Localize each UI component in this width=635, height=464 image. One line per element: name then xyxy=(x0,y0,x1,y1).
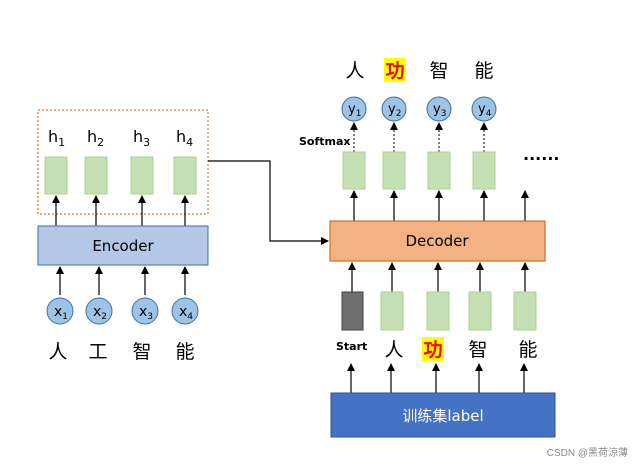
decoder-input-cell-3 xyxy=(468,291,492,331)
encoder-input-token-1: x1 xyxy=(46,297,74,325)
encoder-hidden-label-3: h3 xyxy=(133,127,150,149)
training-label: 训练集label xyxy=(402,407,483,425)
encoder-hidden-label-2: h2 xyxy=(87,127,104,149)
svg-text:y1: y1 xyxy=(348,102,361,119)
svg-text:x3: x3 xyxy=(139,304,153,322)
decoder-hidden-cell-4 xyxy=(472,151,496,190)
decoder-output-highlight xyxy=(384,58,406,82)
encoder-hidden-label-1: h1 xyxy=(48,127,65,149)
encoder-hidden-cell-2 xyxy=(84,156,108,195)
decoder-input-char-3: 智 xyxy=(468,339,487,361)
encoder-hidden-group xyxy=(37,109,209,215)
decoder-output-token-3: y3 xyxy=(426,96,452,122)
decoder-input-char-1: 人 xyxy=(384,339,403,361)
encoder-input-char-1: 人 xyxy=(48,341,67,363)
decoder-input-cell-4 xyxy=(513,291,537,331)
decoder-hidden-cell-1 xyxy=(342,151,366,190)
svg-text:y3: y3 xyxy=(433,102,446,119)
decoder-label: Decoder xyxy=(405,232,469,250)
decoder-ellipsis: ...... xyxy=(523,145,559,164)
watermark: CSDN @黑荷涼薄 xyxy=(547,446,628,459)
encoder-input-char-2: 工 xyxy=(88,341,107,363)
decoder-output-token-2: y2 xyxy=(381,96,407,122)
decoder-output-token-1: y1 xyxy=(341,96,367,122)
encoder-input-token-3: x3 xyxy=(131,297,159,325)
decoder-input-highlight xyxy=(422,337,444,361)
encoder-input-token-2: x2 xyxy=(85,297,113,325)
softmax-label: Softmax xyxy=(299,135,351,148)
decoder-output-char-2: 功 xyxy=(385,60,404,82)
decoder-input-cell-1 xyxy=(380,291,404,331)
decoder-input-cell-2 xyxy=(426,291,450,331)
context-connector xyxy=(208,160,329,245)
encoder-hidden-label-4: h4 xyxy=(176,127,193,149)
svg-text:x2: x2 xyxy=(93,304,107,322)
start-label: Start xyxy=(336,340,367,353)
svg-text:y2: y2 xyxy=(388,102,401,119)
encoder-input-char-4: 能 xyxy=(175,341,194,363)
encoder-label: Encoder xyxy=(92,237,154,255)
decoder-input-char-4: 能 xyxy=(518,339,537,361)
svg-text:x1: x1 xyxy=(54,304,68,322)
decoder-output-char-3: 智 xyxy=(429,60,448,82)
encoder-hidden-cell-1 xyxy=(44,156,68,195)
encoder-box xyxy=(37,225,209,266)
encoder-input-token-4: x4 xyxy=(171,297,199,325)
decoder-box xyxy=(329,220,546,262)
svg-text:y4: y4 xyxy=(478,102,492,119)
encoder-hidden-cell-3 xyxy=(130,156,154,195)
encoder-hidden-cell-4 xyxy=(173,156,197,195)
svg-text:x4: x4 xyxy=(179,304,193,322)
decoder-output-char-4: 能 xyxy=(474,60,493,82)
encoder-input-char-3: 智 xyxy=(132,341,151,363)
decoder-hidden-cell-3 xyxy=(427,151,451,190)
decoder-start-cell xyxy=(341,291,364,331)
decoder-input-char-2: 功 xyxy=(423,339,442,361)
decoder-output-char-1: 人 xyxy=(345,60,364,82)
decoder-output-token-4: y4 xyxy=(471,96,497,122)
training-label-box xyxy=(330,392,556,438)
decoder-hidden-cell-2 xyxy=(382,151,406,190)
